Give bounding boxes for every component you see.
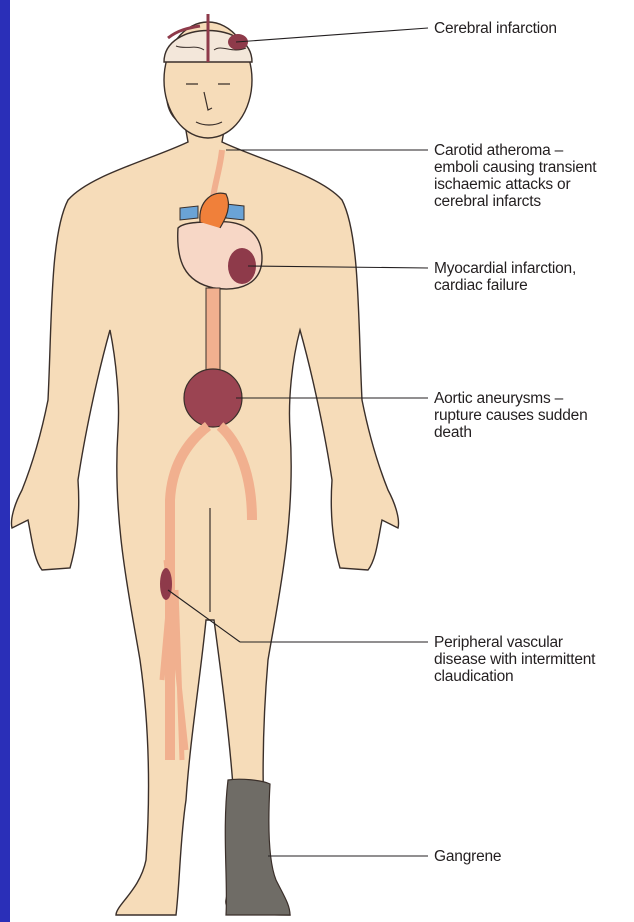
label-peripheral-vascular-disease: Peripheral vascular disease with intermi…: [434, 634, 595, 685]
label-myocardial-infarction: Myocardial infarction, cardiac failure: [434, 260, 576, 294]
gangrene-foot: [225, 779, 290, 915]
label-aortic-aneurysms: Aortic aneurysms – rupture causes sudden…: [434, 390, 588, 441]
peripheral-stenosis-lesion: [160, 568, 172, 600]
aortic-aneurysm: [184, 369, 242, 427]
body-silhouette: [11, 70, 398, 915]
label-cerebral-infarction: Cerebral infarction: [434, 20, 557, 37]
label-gangrene: Gangrene: [434, 848, 501, 865]
aorta: [206, 288, 220, 378]
label-carotid-atheroma: Carotid atheroma – emboli causing transi…: [434, 142, 596, 210]
